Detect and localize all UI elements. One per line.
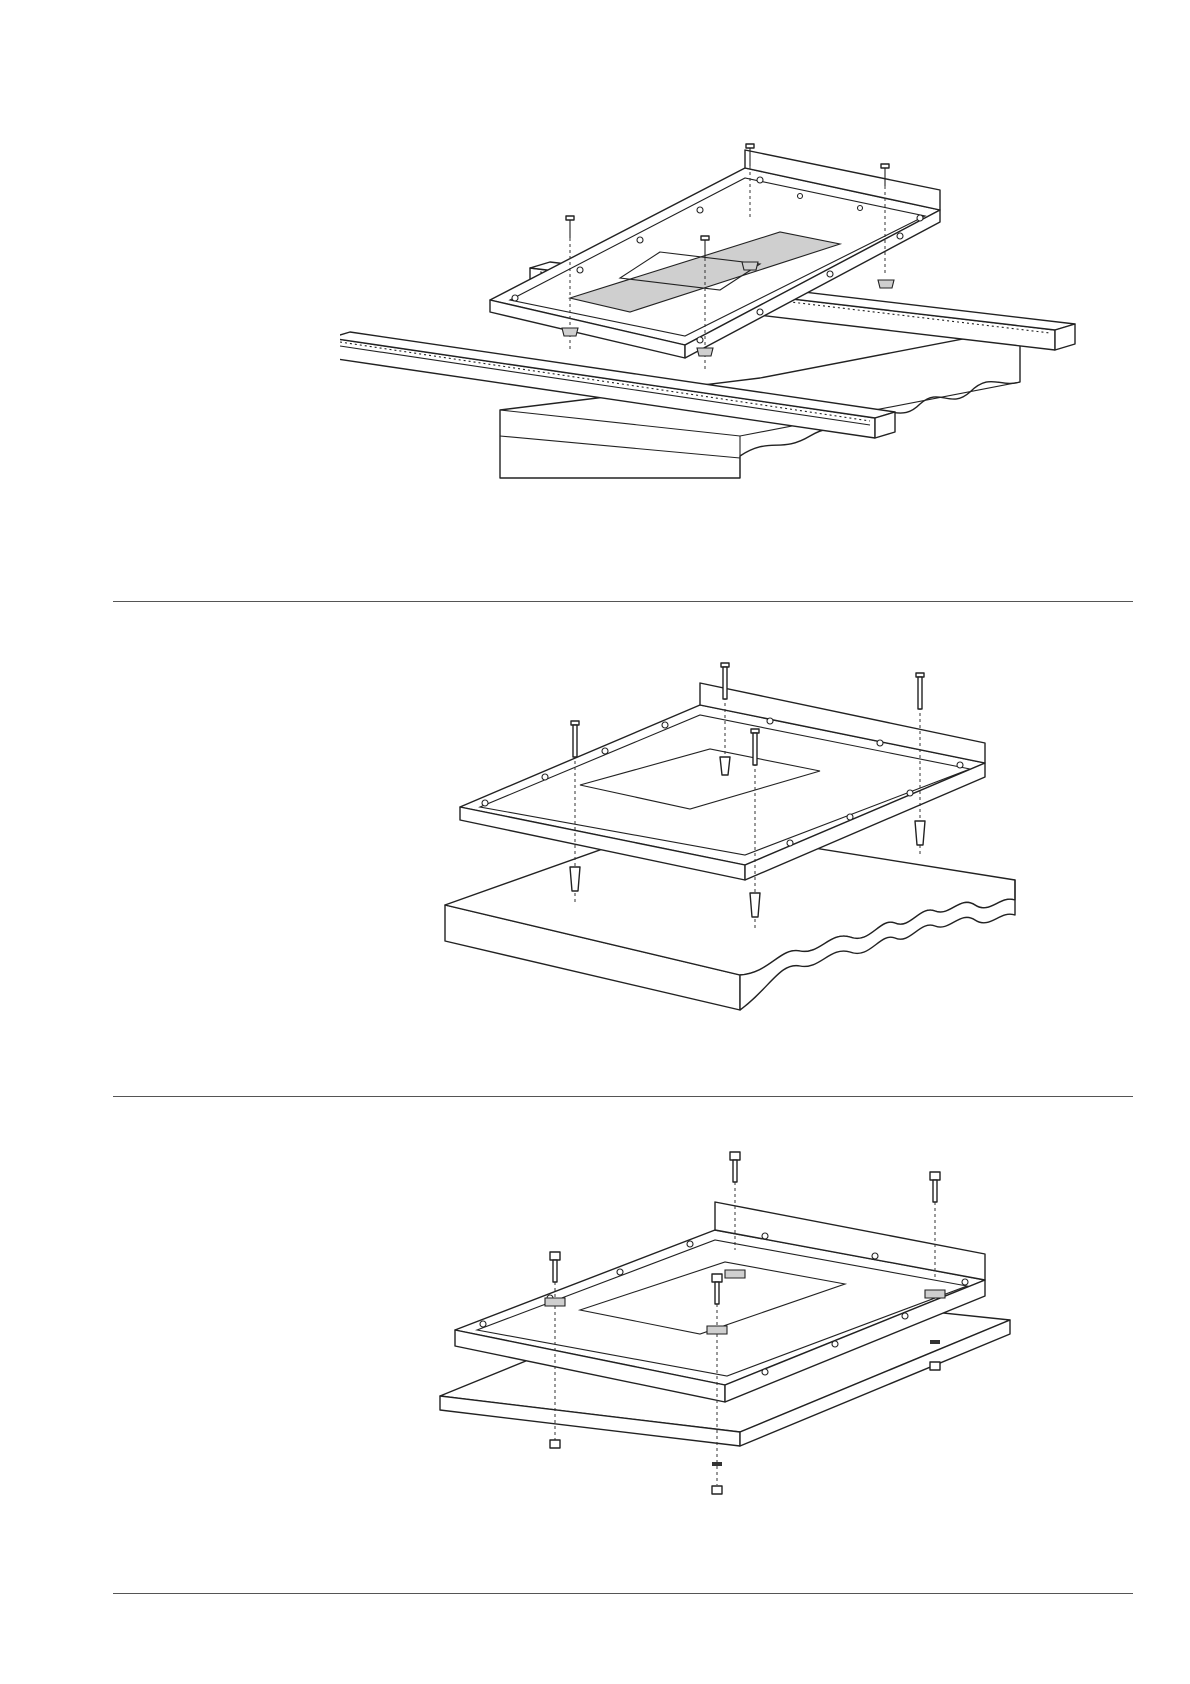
divider-3 (113, 1593, 1133, 1594)
divider-1 (113, 601, 1133, 602)
plate-mount-drawing (435, 1140, 1035, 1505)
figure-rail-mount (340, 140, 1140, 520)
divider-2 (113, 1096, 1133, 1097)
frame-anchor-mount (460, 683, 985, 880)
anchor-mount-drawing (440, 655, 1040, 1015)
rail-mount-drawing (340, 140, 1140, 520)
figure-plate-mount (435, 1140, 1035, 1505)
figure-anchor-mount (440, 655, 1040, 1015)
